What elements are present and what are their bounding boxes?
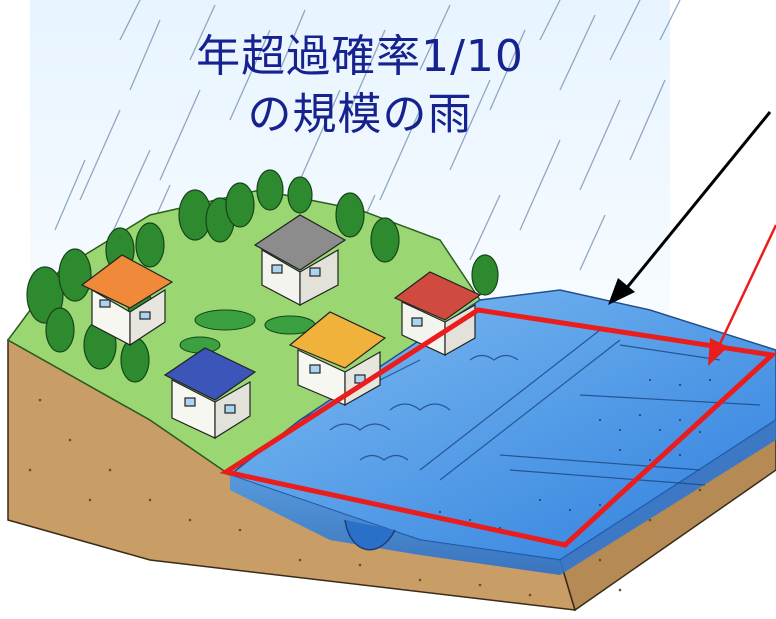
rain-streaks-icon xyxy=(54,0,681,271)
hedge-icon xyxy=(179,309,316,354)
river-channel-icon xyxy=(344,519,396,551)
house-icon xyxy=(80,214,482,440)
paddy-dots xyxy=(439,379,711,529)
flood-water xyxy=(228,289,776,575)
black-pointer-arrow xyxy=(608,111,772,305)
inundation-area-outline xyxy=(219,307,776,548)
red-pointer-arrow xyxy=(708,224,776,366)
